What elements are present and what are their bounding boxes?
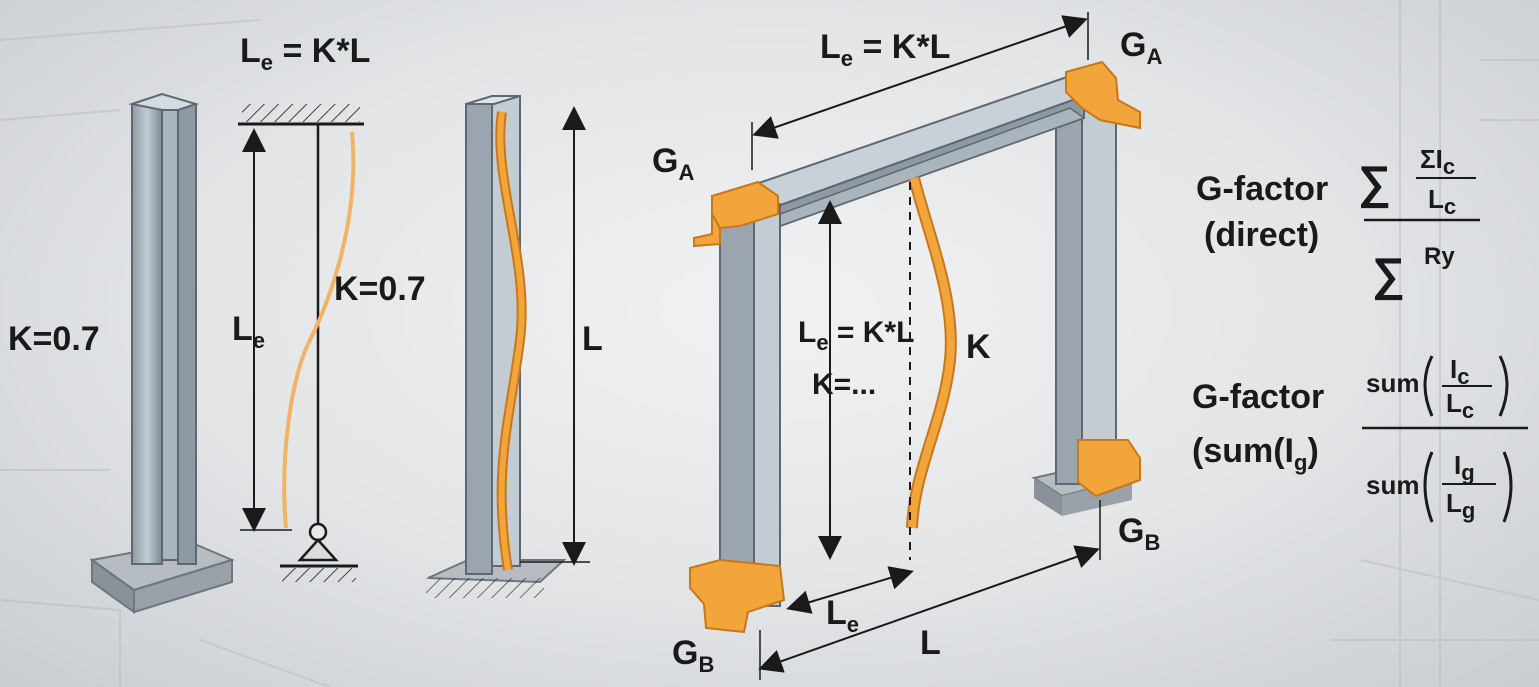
g-factor-sum-formula: G-factor (sum(Ig) sum Ic Lc sum Ig Lg [1192, 354, 1528, 523]
direct-denominator: Ry [1424, 243, 1455, 270]
buckling-line-diagram [238, 104, 364, 582]
direct-numerator-top: ΣIc [1420, 144, 1455, 179]
sum-numerator-prefix: sum [1366, 368, 1419, 398]
sum-numerator-bottom: Lc [1446, 388, 1474, 423]
sum-denominator-prefix: sum [1366, 470, 1419, 500]
g-factor-direct-subtitle: (direct) [1204, 216, 1319, 254]
ga-label-left: GA [652, 142, 694, 185]
l-label-bottom: L [920, 624, 941, 662]
g-factor-sum-subtitle: (sum(Ig) [1192, 432, 1319, 475]
le-label-bottom: Le [826, 594, 859, 637]
gb-label-left: GB [672, 634, 714, 677]
sum-denominator-top: Ig [1454, 450, 1475, 485]
l-label-left: L [582, 320, 603, 358]
sum-numerator-top: Ic [1450, 354, 1469, 389]
g-factor-direct-title: G-factor [1196, 170, 1328, 208]
sum-denominator-bottom: Lg [1446, 488, 1475, 523]
g-factor-sum-title: G-factor [1192, 378, 1324, 416]
le-label-left: Le [232, 310, 265, 353]
k-label-frame: K [966, 328, 991, 366]
k-value-left: K=0.7 [8, 320, 100, 358]
sum-symbol-numerator: ∑ [1358, 156, 1391, 209]
portal-frame [689, 12, 1141, 680]
gb-label-right: GB [1118, 512, 1160, 555]
ga-label-top-right: GA [1120, 26, 1162, 69]
sum-symbol-denominator: ∑ [1372, 248, 1405, 301]
buckled-column [426, 95, 590, 598]
formula-le-inner: Le = K*L [798, 316, 914, 355]
k-value-right: K=0.7 [334, 270, 426, 308]
i-beam-column [89, 92, 235, 614]
k-placeholder: K=... [812, 368, 876, 401]
formula-le-top-left: Le = K*L [240, 32, 370, 75]
g-factor-direct-formula: G-factor (direct) ∑ ΣIc Lc ∑ Ry [1196, 144, 1480, 301]
direct-numerator-bottom: Lc [1428, 184, 1456, 219]
formula-le-top-frame: Le = K*L [820, 28, 950, 71]
